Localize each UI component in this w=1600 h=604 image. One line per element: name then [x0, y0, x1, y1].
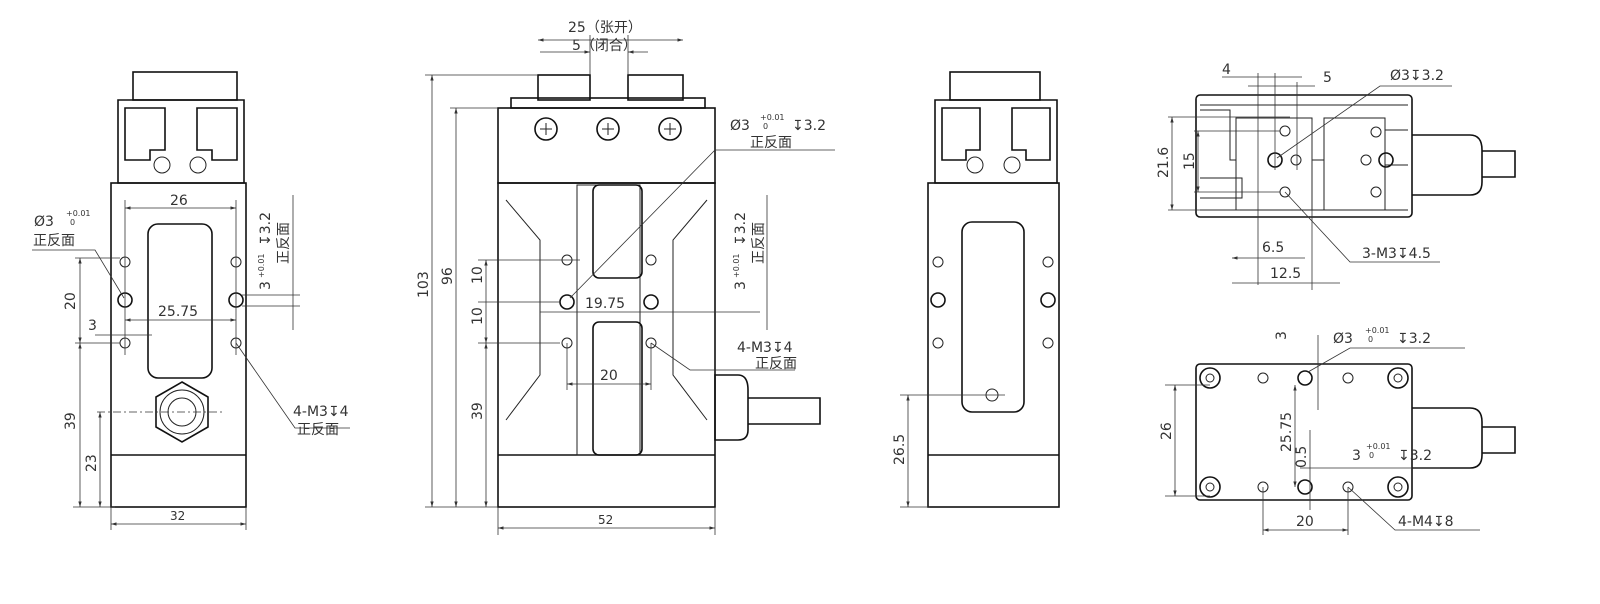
svg-text:Ø3: Ø3	[730, 118, 750, 134]
bottom-view: 3 Ø3 +0.01 0 ↧3.2 26 25.75 0.5 3 +0.01 0…	[1159, 326, 1516, 535]
svg-text:↧3.2: ↧3.2	[1397, 331, 1431, 347]
svg-text:+0.01: +0.01	[1366, 442, 1391, 451]
corner-bolts	[1199, 367, 1409, 498]
svg-text:+0.01: +0.01	[732, 253, 741, 278]
dim-3: 3	[1274, 331, 1290, 340]
cable-gland	[1412, 134, 1483, 196]
thread-both-sides: 正反面	[755, 356, 797, 372]
thread-callout: 4-M4↧8	[1398, 514, 1454, 530]
window-slot	[961, 221, 1025, 413]
dim-15: 15	[1182, 152, 1198, 170]
hole-label: Ø3	[34, 214, 54, 230]
window-slot	[147, 223, 213, 379]
dim-open-stroke: 25（张开）	[568, 20, 642, 36]
thread-callout: 3-M3↧4.5	[1362, 246, 1431, 262]
jaw-block	[117, 99, 245, 184]
svg-text:3: 3	[733, 281, 749, 290]
svg-text:正反面: 正反面	[751, 222, 767, 264]
dim-21-6: 21.6	[1156, 147, 1172, 178]
right-hole-callout: 3 +0.01 ↧3.2 正反面	[732, 212, 767, 290]
body-outline	[497, 182, 716, 508]
dim-closed-stroke: 5（闭合）	[572, 38, 637, 54]
dim-20: 20	[1296, 514, 1314, 530]
dim-25-75: 25.75	[158, 304, 198, 320]
dim-26: 26	[170, 193, 188, 209]
gripper-cap	[132, 71, 238, 101]
top-view: 4 5 Ø3↧3.2 21.6 15 6.5 12.5 3-M3↧4.5	[1156, 62, 1516, 290]
dim-20: 20	[600, 368, 618, 384]
svg-text:正反面: 正反面	[276, 222, 292, 264]
hole-callout: Ø3 +0.01 0 ↧3.2 正反面	[730, 113, 826, 151]
svg-text:↧3.2: ↧3.2	[258, 212, 274, 246]
svg-text:↧3.2: ↧3.2	[1398, 448, 1432, 464]
dim-32: 32	[170, 509, 185, 523]
mount-holes	[117, 256, 244, 349]
dim-19-75: 19.75	[585, 296, 625, 312]
svg-text:+0.01: +0.01	[257, 253, 266, 278]
svg-text:0: 0	[1369, 451, 1374, 460]
cable	[1482, 150, 1516, 178]
front-view: 26 Ø3 +0.01 0 正反面 20 25.75 3 39 23 32 3 …	[32, 71, 350, 530]
dim-52: 52	[598, 513, 613, 527]
dim-10-lower: 10	[470, 307, 486, 325]
svg-text:0: 0	[1368, 335, 1373, 344]
back-view: 26.5	[892, 71, 1060, 508]
cable-gland	[714, 374, 749, 441]
dim-96: 96	[440, 267, 456, 285]
svg-text:↧3.2: ↧3.2	[733, 212, 749, 246]
svg-text:↧3.2: ↧3.2	[792, 118, 826, 134]
dim-23: 23	[84, 454, 100, 472]
cable-nut	[155, 381, 209, 443]
tol-low: 0	[70, 218, 75, 227]
thread-both-sides: 正反面	[297, 422, 339, 438]
svg-text:Ø3: Ø3	[1333, 331, 1353, 347]
svg-text:0: 0	[763, 122, 768, 131]
thread-callout: 4-M3↧4	[737, 340, 793, 356]
dim-6-5: 6.5	[1262, 240, 1284, 256]
screw-icons	[534, 117, 682, 141]
thread-callout: 4-M3↧4	[293, 404, 349, 420]
svg-text:3: 3	[1352, 448, 1361, 464]
hole-callout: Ø3 +0.01 0 ↧3.2	[1333, 326, 1431, 347]
dim-26: 26	[1159, 422, 1175, 440]
svg-text:+0.01: +0.01	[760, 113, 785, 122]
dim-39: 39	[470, 402, 486, 420]
svg-text:3: 3	[258, 281, 274, 290]
dim-26-5: 26.5	[892, 434, 908, 465]
dim-4: 4	[1222, 62, 1231, 78]
tol-up: +0.01	[66, 209, 91, 218]
dim-39: 39	[63, 412, 79, 430]
svg-text:+0.01: +0.01	[1365, 326, 1390, 335]
dim-12-5: 12.5	[1270, 266, 1301, 282]
dim-3: 3	[88, 318, 97, 334]
svg-text:正反面: 正反面	[750, 135, 792, 151]
side-view: 25（张开） 5（闭合） 103 96 10 10 39 19.75 20 52…	[416, 20, 835, 535]
hole-both-sides: 正反面	[33, 233, 75, 249]
dim-20: 20	[63, 292, 79, 310]
hole2-callout: 3 +0.01 0 ↧3.2	[1352, 442, 1432, 464]
body-outline	[110, 182, 247, 508]
top-block	[497, 107, 716, 184]
hole-callout: Ø3↧3.2	[1390, 68, 1444, 84]
dim-10-upper: 10	[470, 266, 486, 284]
right-hole-callout: 3 +0.01 ↧3.2 正反面	[257, 212, 292, 290]
dim-0-5: 0.5	[1294, 446, 1310, 468]
dim-103: 103	[416, 271, 432, 298]
dim-5: 5	[1323, 70, 1332, 86]
dim-25-75: 25.75	[1279, 412, 1295, 452]
cable	[748, 397, 821, 425]
